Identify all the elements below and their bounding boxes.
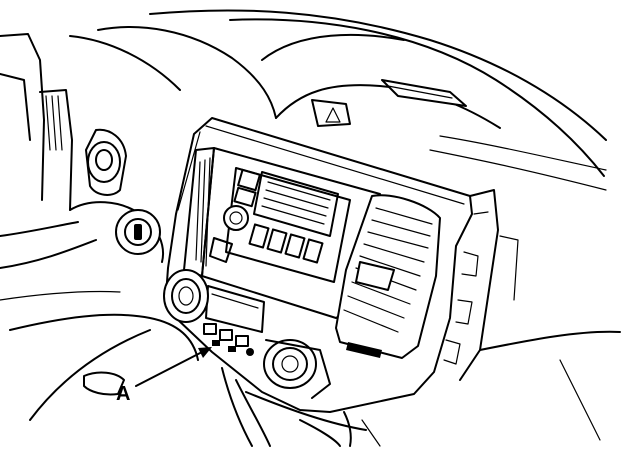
dashboard-top (69, 9, 607, 191)
ignition-cylinder (115, 209, 161, 255)
climate-control-panel (163, 269, 331, 399)
right-dash-edge (443, 189, 621, 381)
callout-A: A (116, 347, 212, 405)
left-pillar (0, 33, 97, 269)
upper-vent-slot (381, 79, 467, 107)
radio-unit (209, 167, 351, 283)
airbag-warning-icon (311, 99, 351, 127)
lower-left-panel (0, 290, 199, 421)
center-console-panel (163, 117, 473, 413)
center-right-vent (335, 194, 441, 359)
floor-console (221, 359, 601, 447)
callout-label-A: A (116, 383, 130, 405)
